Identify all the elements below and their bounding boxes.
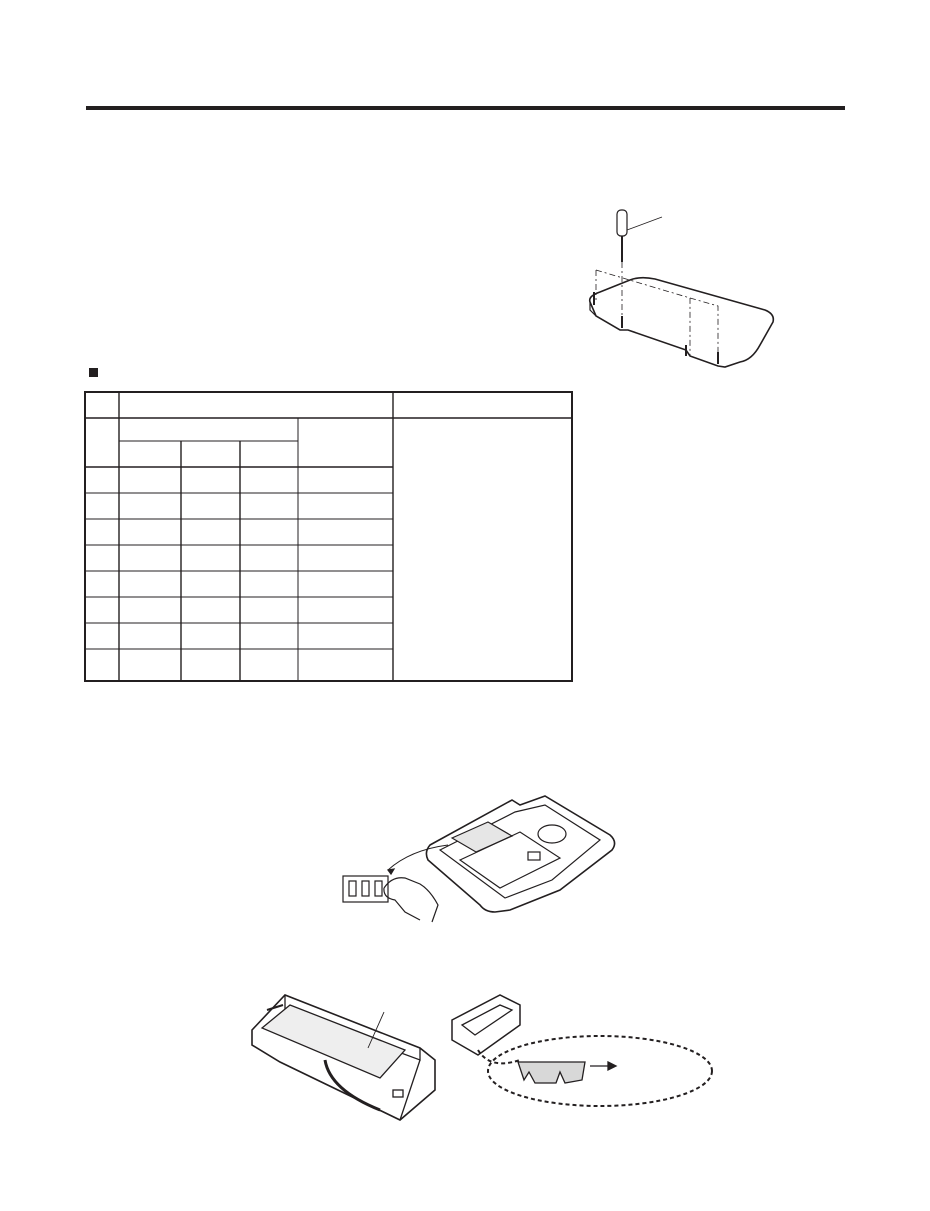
tray-detail-figure [451, 994, 713, 1107]
screwdriver-cover-figure [588, 209, 775, 368]
header-rule [86, 106, 845, 110]
hand-icon [383, 877, 439, 923]
cylinder-component [537, 824, 567, 844]
ice-tray-figure [251, 994, 436, 1121]
table-row-lines [85, 466, 393, 650]
arrow-right-icon [607, 1060, 618, 1072]
magnify-ellipse [487, 1035, 713, 1107]
table-border [84, 391, 573, 682]
control-board-figure [342, 795, 616, 923]
section-bullet-icon [89, 368, 98, 377]
tray-profile [517, 1061, 586, 1084]
spec-table [84, 391, 573, 682]
connector-icon [342, 875, 389, 903]
screwdriver-icon [616, 209, 628, 237]
